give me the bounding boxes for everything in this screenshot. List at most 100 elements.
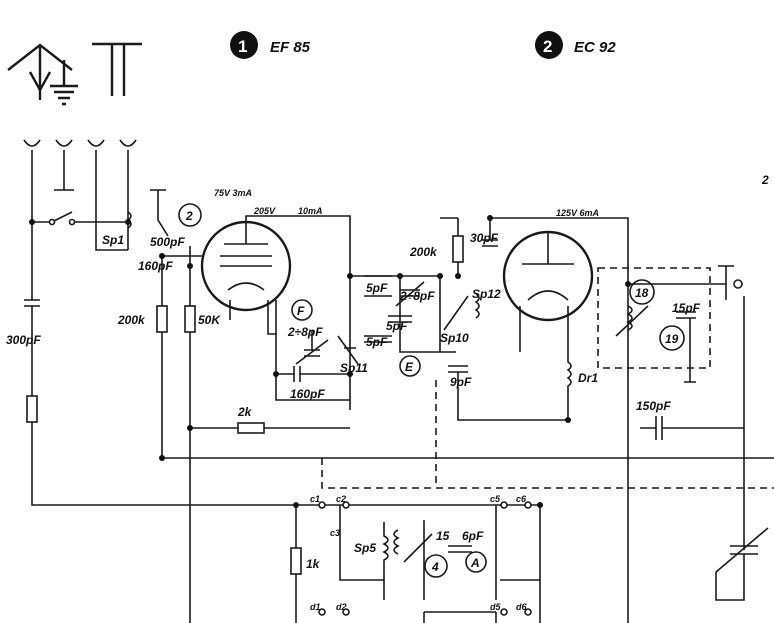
label-30pf: 30pF bbox=[470, 231, 499, 245]
switch-sp11 bbox=[337, 335, 359, 365]
marker-2-text: 2 bbox=[185, 209, 193, 223]
antenna-symbol bbox=[7, 43, 73, 100]
capacitor-300pf: 300pF bbox=[6, 299, 540, 506]
marker-4-text: 4 bbox=[431, 560, 439, 574]
capacitor-9pf: 9pF bbox=[448, 365, 568, 421]
label-d5: d5 bbox=[490, 602, 501, 612]
label-sp11: Sp11 bbox=[340, 361, 368, 375]
label-d2: d2 bbox=[336, 602, 347, 612]
variable-capacitor-right bbox=[715, 527, 769, 601]
label-sp1: Sp1 bbox=[102, 233, 124, 247]
trimmer-2-8b: 2÷8pF bbox=[395, 281, 435, 307]
resistor-50k: 50K bbox=[184, 266, 221, 623]
label-c6: c6 bbox=[516, 494, 527, 504]
label-2-8pf-b: 2÷8pF bbox=[399, 289, 435, 303]
label-5pf-a: 5pF bbox=[366, 281, 388, 295]
label-c5: c5 bbox=[490, 494, 501, 504]
tube-1-cathode-wire bbox=[275, 334, 350, 401]
coil-sp12 bbox=[474, 293, 480, 319]
label-15pf: 15pF bbox=[672, 301, 701, 315]
capacitor-30pf: 30pF bbox=[470, 218, 499, 247]
label-75v: 75V 3mA bbox=[214, 188, 252, 198]
tube-2-number: 2 bbox=[543, 37, 552, 56]
marker-f-text: F bbox=[297, 304, 305, 318]
capacitor-5pf-a: 5pF bbox=[364, 275, 392, 297]
label-200k-a: 200k bbox=[117, 313, 146, 327]
tube-1-number: 1 bbox=[238, 37, 247, 56]
label-205v: 205V bbox=[253, 206, 276, 216]
oscillator-coil bbox=[626, 305, 633, 331]
resistor-2k: 2k bbox=[190, 405, 350, 434]
label-dr1: Dr1 bbox=[578, 371, 598, 385]
label-160pf: 160pF bbox=[138, 259, 173, 273]
label-trimmer-2-8a: 2÷8pF bbox=[287, 325, 323, 339]
coupling-wire bbox=[350, 275, 456, 353]
marker-a-text: A bbox=[470, 556, 480, 570]
tube-1-cathode bbox=[229, 300, 277, 335]
resistor-200k-b: 200k bbox=[409, 217, 464, 276]
capacitor-5pf-b: 5pF bbox=[386, 315, 412, 333]
label-125v: 125V 6mA bbox=[556, 208, 599, 218]
label-2k: 2k bbox=[237, 405, 253, 419]
tube-1-anode-wire bbox=[245, 215, 351, 410]
label-1k: 1k bbox=[306, 557, 321, 571]
tube-1-badge: 1 EF 85 bbox=[230, 31, 311, 59]
contact-terminals bbox=[318, 501, 532, 616]
label-c3: c3 bbox=[330, 528, 340, 538]
tube-2-badge: 2 EC 92 bbox=[535, 31, 616, 59]
oscillator-shield-box bbox=[597, 267, 711, 369]
junction-dots bbox=[29, 215, 631, 508]
marker-18: 18 bbox=[629, 279, 655, 305]
osc-ground bbox=[684, 318, 696, 383]
label-10ma: 10mA bbox=[298, 206, 323, 216]
label-500pf: 500pF bbox=[150, 235, 185, 249]
capacitor-15-6 bbox=[448, 545, 472, 553]
marker-e: E bbox=[399, 355, 421, 377]
switch-sp10 bbox=[443, 295, 469, 331]
marker-f: F bbox=[291, 299, 313, 321]
tube-2-type: EC 92 bbox=[574, 39, 616, 56]
label-c1: c1 bbox=[310, 494, 320, 504]
label-150pf: 150pF bbox=[636, 399, 671, 413]
label-160pf-b: 160pF bbox=[290, 387, 325, 401]
grid-capacitor bbox=[160, 246, 202, 266]
capacitor-150pf: 150pF bbox=[636, 399, 744, 440]
marker-2: 2 bbox=[178, 203, 202, 227]
marker-19: 19 bbox=[659, 325, 685, 351]
label-edge-2: 2 bbox=[761, 173, 769, 187]
label-d1: d1 bbox=[310, 602, 321, 612]
output-terminal bbox=[733, 279, 743, 289]
marker-18-text: 18 bbox=[635, 286, 649, 300]
marker-19-text: 19 bbox=[665, 332, 679, 346]
lower-module: 1k Sp5 4 A 15 6pF bbox=[290, 505, 541, 623]
input-switch bbox=[32, 211, 128, 226]
label-d6: d6 bbox=[516, 602, 527, 612]
capacitor-15pf: 15pF bbox=[672, 301, 701, 319]
capacitor-5pf-c: 5pF bbox=[364, 335, 392, 349]
label-6pf: 6pF bbox=[462, 529, 484, 543]
dashed-link-2 bbox=[321, 458, 436, 489]
marker-e-text: E bbox=[405, 360, 414, 374]
label-c2: c2 bbox=[336, 494, 346, 504]
coupling-wire-2 bbox=[400, 275, 441, 352]
tube-1-envelope bbox=[200, 220, 292, 312]
dipole-antenna-symbol bbox=[92, 42, 142, 96]
marker-4: 4 bbox=[424, 554, 448, 578]
capacitor-160pf-b: 160pF bbox=[276, 366, 350, 401]
input-sockets bbox=[23, 139, 137, 300]
marker-a: A bbox=[465, 551, 487, 573]
coil-sp1: Sp1 bbox=[102, 211, 132, 247]
contact-labels: c1 c2 c3 c5 c6 d1 d2 d5 d6 bbox=[310, 494, 527, 612]
label-sp12: Sp12 bbox=[472, 287, 501, 301]
trimmer-2-8a bbox=[295, 330, 329, 365]
label-sp10: Sp10 bbox=[440, 331, 469, 345]
tube-1-grid-switch bbox=[150, 189, 169, 237]
label-15: 15 bbox=[436, 529, 450, 543]
dashed-link bbox=[435, 380, 774, 489]
choke-dr1: Dr1 bbox=[566, 352, 598, 420]
tube-2-pins bbox=[519, 306, 569, 352]
tube-2-envelope bbox=[502, 230, 594, 322]
label-5pf-b: 5pF bbox=[386, 319, 408, 333]
oscillator-tuning-arrow bbox=[615, 305, 649, 337]
